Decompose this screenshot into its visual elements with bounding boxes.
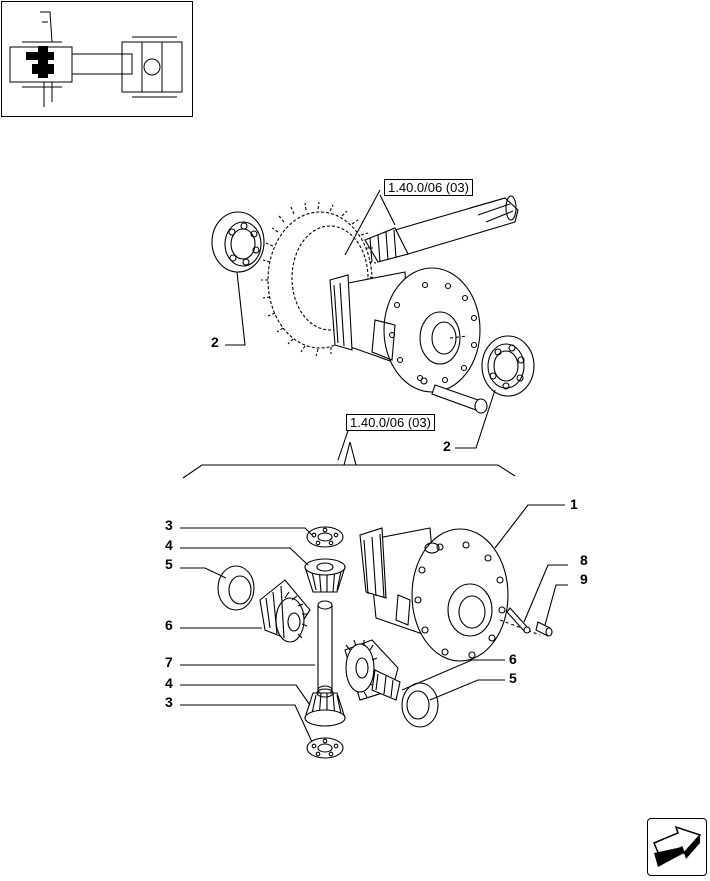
bearing-right xyxy=(481,335,535,397)
grub-screw xyxy=(535,621,553,637)
thrust-washer-bottom xyxy=(306,737,344,759)
planet-pinion-top xyxy=(304,558,346,593)
side-gear-right xyxy=(344,639,401,701)
side-gear-left xyxy=(259,579,311,643)
pin xyxy=(506,607,531,634)
side-gear-washer-right xyxy=(401,682,439,728)
callout-8: 8 xyxy=(580,552,588,568)
bolt xyxy=(420,377,488,414)
callout-7: 7 xyxy=(165,654,173,670)
thrust-washer-top xyxy=(306,526,344,548)
callout-4-bottom: 4 xyxy=(165,675,173,691)
next-page-button[interactable] xyxy=(647,818,707,876)
callout-3-bottom: 3 xyxy=(165,694,173,710)
axle-assembly-thumbnail-icon xyxy=(9,11,183,107)
cross-shaft xyxy=(317,600,333,695)
callout-4-top: 4 xyxy=(165,537,173,553)
callout-3-top: 3 xyxy=(165,517,173,533)
side-gear-washer-left xyxy=(217,565,255,611)
reference-label-middle[interactable]: 1.40.0/06 (03) xyxy=(346,414,435,431)
callout-2-left: 2 xyxy=(211,334,219,350)
differential-housing-upper xyxy=(329,267,481,393)
bearing-left xyxy=(211,211,265,273)
exploded-view-bracket xyxy=(182,441,516,479)
planet-pinion-bottom xyxy=(304,688,346,727)
assembly-thumbnail xyxy=(1,1,193,117)
callout-5-right: 5 xyxy=(509,670,517,686)
callout-6-left: 6 xyxy=(165,617,173,633)
reference-label-top[interactable]: 1.40.0/06 (03) xyxy=(384,179,473,196)
callout-5-left: 5 xyxy=(165,556,173,572)
callout-2-right: 2 xyxy=(443,438,451,454)
differential-case xyxy=(359,527,541,662)
callout-9: 9 xyxy=(580,571,588,587)
pinion-shaft xyxy=(364,195,519,263)
callout-6-right: 6 xyxy=(509,651,517,667)
callout-1: 1 xyxy=(570,496,578,512)
next-page-arrow-icon xyxy=(653,825,702,867)
